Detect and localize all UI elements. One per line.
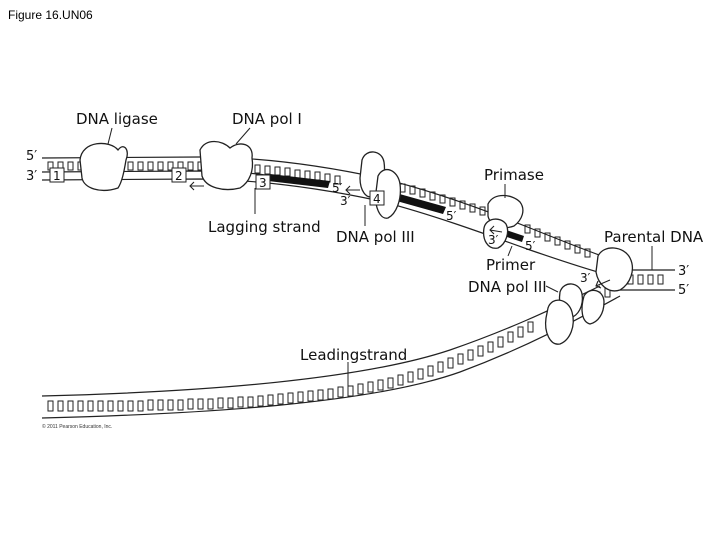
fragment-2-label: 2: [175, 169, 183, 183]
left-5-prime: 5′: [26, 149, 37, 164]
copyright-notice: © 2011 Pearson Education, Inc.: [42, 424, 113, 430]
leading-3-prime: 3′: [580, 271, 591, 285]
leader-lines: [107, 127, 653, 388]
helicase-shape: [595, 247, 634, 292]
fragment-1-label: 1: [53, 169, 61, 183]
dna-ligase-shape: [79, 142, 128, 192]
left-3-prime: 3′: [26, 169, 37, 184]
right-5-prime: 5′: [678, 283, 689, 298]
dna-pol-1-label: DNA pol I: [232, 110, 302, 128]
fragment-4-label: 4: [373, 192, 381, 206]
dna-pol-3-bottom-shape-c: [581, 289, 605, 325]
dna-pol-1-shape: [199, 140, 254, 191]
right-3-prime: 3′: [678, 264, 689, 279]
dna-pol-3-top-shape-b: [374, 168, 402, 219]
primer-label: Primer: [486, 256, 536, 274]
fragment-5-prime: 5′: [446, 209, 457, 223]
leading-strand-top: [41, 285, 601, 397]
leading-strand-label: Leadingstrand: [300, 346, 407, 364]
primase-lower-shape: [482, 218, 509, 249]
parental-dna-label: Parental DNA: [604, 228, 704, 246]
mid-3-prime: 3′: [340, 194, 351, 208]
primer-5-prime: 5′: [525, 239, 536, 253]
fragment-boxes: [49, 167, 385, 206]
dna-pol-3-bottom-shape-b: [544, 299, 574, 345]
dna-pol-3-top-label: DNA pol III: [336, 228, 415, 246]
figure-title: Figure 16.UN06: [8, 8, 93, 22]
dna-pol-3-bottom-label: DNA pol III: [468, 278, 547, 296]
fragment-3-label: 3: [259, 176, 267, 190]
direction-arrows: [189, 181, 611, 289]
mid-5-prime: 5′: [332, 181, 343, 195]
parental-dna-rungs: [627, 274, 664, 285]
primase-label: Primase: [484, 166, 544, 184]
dna-ligase-label: DNA ligase: [76, 110, 158, 128]
primer-3-prime: 3′: [488, 233, 499, 247]
lagging-strand-label: Lagging strand: [208, 218, 321, 236]
